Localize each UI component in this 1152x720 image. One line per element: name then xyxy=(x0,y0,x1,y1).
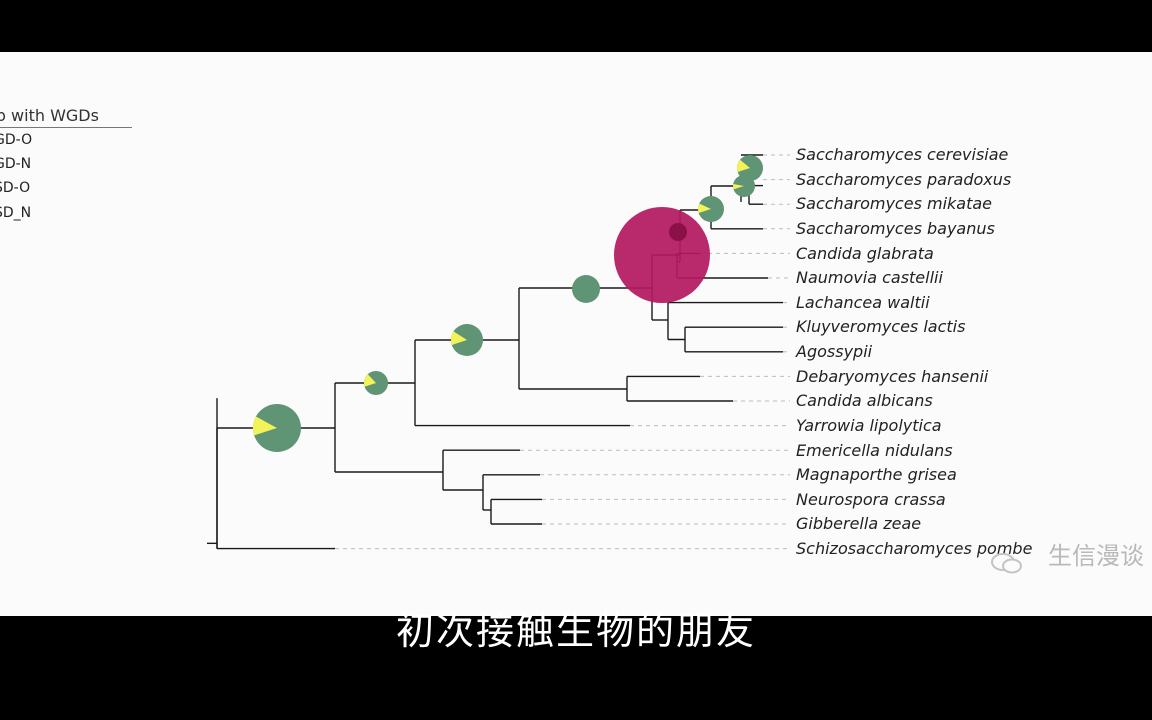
species-label: Magnaporthe grisea xyxy=(796,465,957,484)
pie-marker xyxy=(737,155,763,181)
species-label: Schizosaccharomyces pombe xyxy=(796,539,1033,558)
species-label: Candida glabrata xyxy=(796,244,934,263)
species-label: Kluyveromyces lactis xyxy=(796,317,966,336)
legend-divider xyxy=(0,127,132,128)
top-letterbox xyxy=(0,0,1152,52)
species-label: Agossypii xyxy=(796,342,873,361)
legend-item-gd-n: GD-N xyxy=(0,156,32,172)
legend-item-sd-n: SD_N xyxy=(0,205,32,221)
wgd-inner-marker xyxy=(669,223,687,241)
video-subtitle: 初次接触生物的朋友 xyxy=(395,609,756,653)
species-label: Saccharomyces mikatae xyxy=(796,194,993,213)
pie-marker xyxy=(698,196,724,222)
pie-marker xyxy=(733,175,755,197)
tree-canvas xyxy=(0,52,1152,616)
legend-item-gd-o: GD-O xyxy=(0,132,33,148)
pie-marker xyxy=(363,371,388,395)
tree-branches xyxy=(207,154,783,550)
species-label: Lachancea waltii xyxy=(796,293,930,312)
species-label: Naumovia castellii xyxy=(796,268,943,287)
watermark-text: 生信漫谈 xyxy=(1048,542,1144,570)
pie-marker xyxy=(252,404,301,452)
wechat-icon xyxy=(991,553,1022,574)
species-label: Saccharomyces bayanus xyxy=(796,219,995,238)
wgd-event-circle xyxy=(614,207,710,303)
pie-marker xyxy=(572,275,600,303)
bottom-letterbox xyxy=(0,616,1152,720)
tree-node-markers xyxy=(252,155,763,452)
species-label: Saccharomyces cerevisiae xyxy=(796,145,1009,164)
species-label: Gibberella zeae xyxy=(796,514,922,533)
legend-item-sd-o: SD-O xyxy=(0,180,31,196)
species-label: Emericella nidulans xyxy=(796,441,953,460)
species-label: Neurospora crassa xyxy=(796,490,946,509)
legend-title: ap with WGDs xyxy=(0,106,99,125)
pie-marker xyxy=(451,324,483,356)
species-label: Debaryomyces hansenii xyxy=(796,367,989,386)
species-label: Saccharomyces paradoxus xyxy=(796,170,1012,189)
tree-leader-lines xyxy=(335,154,790,550)
species-label: Yarrowia lipolytica xyxy=(796,416,942,435)
species-label: Candida albicans xyxy=(796,391,933,410)
